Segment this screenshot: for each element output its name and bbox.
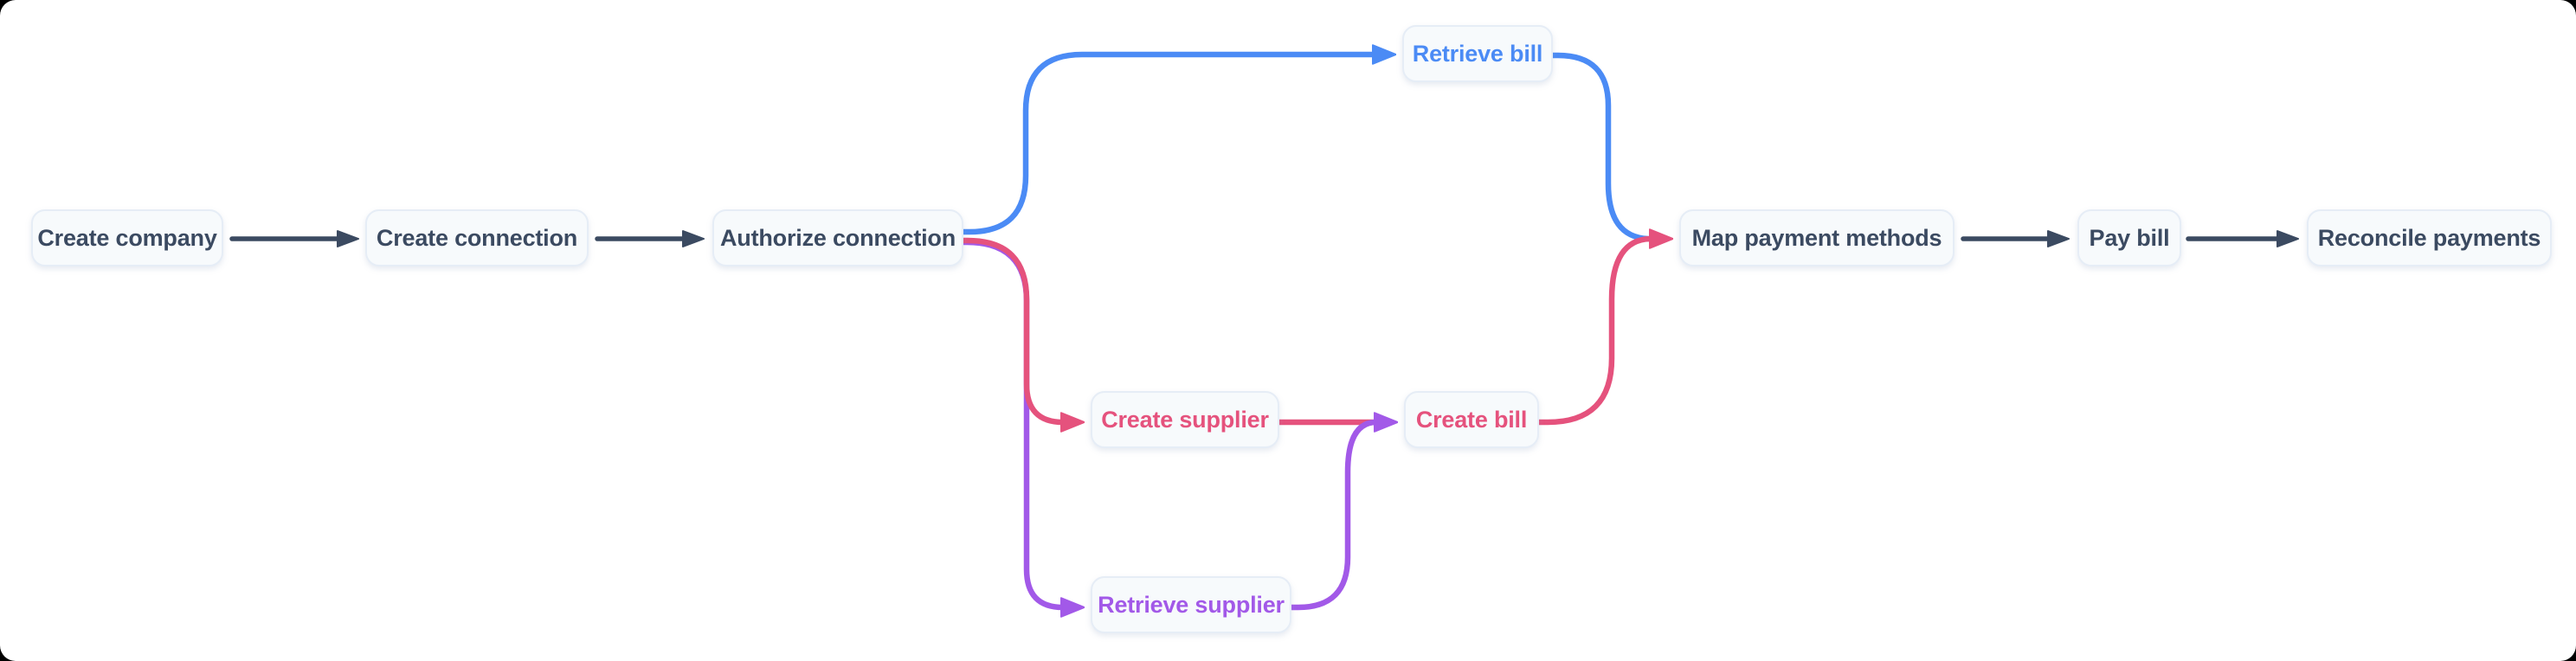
node-create-connection: Create connection	[365, 209, 589, 266]
node-retrieve-supplier: Retrieve supplier	[1091, 576, 1291, 633]
edge-authorize-connection-to-retrieve-bill	[960, 55, 1375, 235]
node-label: Create connection	[376, 224, 578, 251]
node-create-bill: Create bill	[1404, 391, 1539, 448]
node-pay-bill: Pay bill	[2077, 209, 2181, 266]
node-label: Authorize connection	[720, 224, 956, 251]
node-label: Retrieve supplier	[1098, 591, 1285, 618]
edge-retrieve-supplier-to-create-bill	[1288, 422, 1376, 611]
node-authorize-connection: Authorize connection	[712, 209, 963, 266]
node-label: Retrieve bill	[1412, 40, 1543, 67]
node-reconcile-payments: Reconcile payments	[2307, 209, 2552, 266]
node-create-supplier: Create supplier	[1091, 391, 1279, 448]
node-create-company: Create company	[31, 209, 223, 266]
node-label: Create supplier	[1101, 406, 1269, 433]
edge-authorize-connection-to-retrieve-supplier	[960, 239, 1063, 607]
node-label: Create bill	[1415, 406, 1528, 433]
node-label: Reconcile payments	[2317, 224, 2541, 251]
edge-authorize-connection-to-create-supplier	[960, 237, 1063, 422]
node-retrieve-bill: Retrieve bill	[1402, 25, 1553, 82]
edge-create-bill-to-map-payment-methods	[1536, 239, 1652, 426]
node-label: Create company	[37, 224, 217, 251]
node-label: Map payment methods	[1691, 224, 1942, 251]
node-map-payment-methods: Map payment methods	[1679, 209, 1955, 266]
edge-retrieve-bill-to-map-payment-methods	[1549, 52, 1652, 242]
node-label: Pay bill	[2089, 224, 2170, 251]
